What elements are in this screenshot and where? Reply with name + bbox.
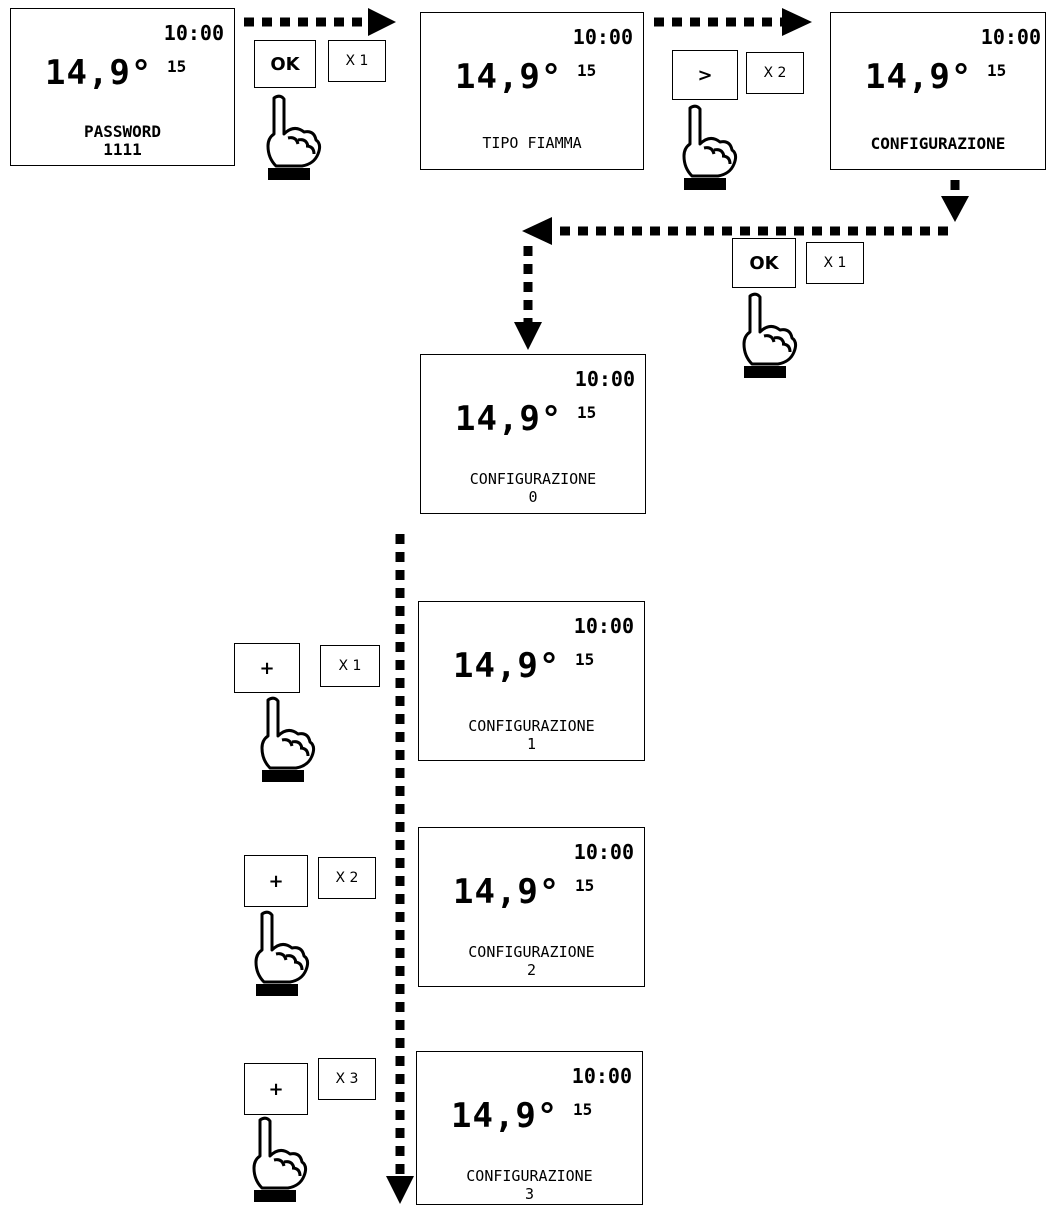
press-count: X 1	[320, 645, 380, 687]
temperature-reading: 14,9°	[451, 1096, 559, 1136]
set-temperature: 15	[987, 61, 1007, 80]
display-screen-configurazione-3: 10:00 14,9° 15 CONFIGURAZIONE 3	[416, 1051, 643, 1205]
set-temperature: 15	[573, 1100, 593, 1119]
screen-label: CONFIGURAZIONE	[468, 943, 595, 961]
next-key[interactable]: >	[672, 50, 738, 100]
press-count: X 3	[318, 1058, 376, 1100]
display-screen-configurazione: 10:00 14,9° 15 CONFIGURAZIONE	[830, 12, 1046, 170]
temperature-reading: 14,9°	[865, 57, 973, 97]
clock-time: 10:00	[573, 614, 634, 638]
screen-label: CONFIGURAZIONE	[466, 1167, 593, 1185]
set-temperature: 15	[167, 57, 187, 76]
clock-time: 10:00	[574, 367, 635, 391]
pointing-hand-icon	[260, 696, 316, 782]
set-temperature: 15	[575, 876, 595, 895]
screen-value: 1	[526, 735, 537, 753]
temperature-reading: 14,9°	[45, 53, 153, 93]
press-count: X 1	[328, 40, 386, 82]
screen-label: PASSWORD	[83, 122, 162, 141]
clock-time: 10:00	[571, 1064, 632, 1088]
press-count: X 1	[806, 242, 864, 284]
ok-key[interactable]: OK	[732, 238, 796, 288]
set-temperature: 15	[575, 650, 595, 669]
press-count: X 2	[746, 52, 804, 94]
display-screen-tipo-fiamma: 10:00 14,9° 15 TIPO FIAMMA	[420, 12, 644, 170]
display-screen-configurazione-1: 10:00 14,9° 15 CONFIGURAZIONE 1	[418, 601, 645, 761]
arrowhead-3	[941, 196, 969, 222]
screen-label: CONFIGURAZIONE	[468, 717, 595, 735]
pointing-hand-icon	[266, 94, 322, 180]
arrowhead-2	[782, 8, 812, 36]
plus-key[interactable]: +	[234, 643, 300, 693]
clock-time: 10:00	[572, 25, 633, 49]
screen-value: 3	[524, 1185, 535, 1203]
screen-value: 0	[528, 488, 538, 506]
pointing-hand-icon	[742, 292, 798, 378]
arrowhead-1	[368, 8, 396, 36]
screen-value: 2	[526, 961, 537, 979]
clock-time: 10:00	[980, 25, 1041, 49]
arrowhead-main-down	[386, 1176, 414, 1204]
temperature-reading: 14,9°	[453, 872, 561, 912]
clock-time: 10:00	[573, 840, 634, 864]
temperature-reading: 14,9°	[453, 646, 561, 686]
temperature-reading: 14,9°	[455, 399, 563, 439]
clock-time: 10:00	[163, 21, 224, 45]
pointing-hand-icon	[682, 104, 738, 190]
set-temperature: 15	[577, 403, 597, 422]
display-screen-configurazione-0: 10:00 14,9° 15 CONFIGURAZIONE 0	[420, 354, 646, 514]
set-temperature: 15	[577, 61, 597, 80]
display-screen-password: 10:00 14,9° 15 PASSWORD 1111	[10, 8, 235, 166]
plus-key[interactable]: +	[244, 855, 308, 907]
pointing-hand-icon	[254, 910, 310, 996]
screen-label: TIPO FIAMMA	[482, 134, 582, 152]
screen-value: 1111	[103, 140, 142, 159]
press-count: X 2	[318, 857, 376, 899]
temperature-reading: 14,9°	[455, 57, 563, 97]
arrowhead-ok-down	[514, 322, 542, 350]
screen-label: CONFIGURAZIONE	[870, 134, 1006, 153]
arrowhead-ok-left	[522, 217, 552, 245]
screen-label: CONFIGURAZIONE	[469, 470, 597, 488]
display-screen-configurazione-2: 10:00 14,9° 15 CONFIGURAZIONE 2	[418, 827, 645, 987]
pointing-hand-icon	[252, 1116, 308, 1202]
ok-key[interactable]: OK	[254, 40, 316, 88]
plus-key[interactable]: +	[244, 1063, 308, 1115]
